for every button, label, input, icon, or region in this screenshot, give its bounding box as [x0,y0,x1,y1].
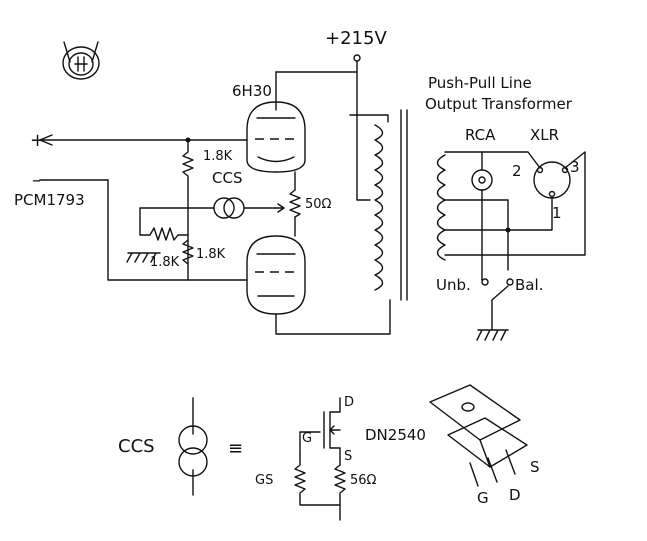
xlr-wires [444,151,586,256]
gs-resistor [294,454,341,506]
resistor-top [182,139,194,281]
minus-input-wire [107,179,248,281]
mosfet-symbol [299,397,341,466]
package-pin-g-label: G [477,489,489,507]
rca-label: RCA [465,126,496,144]
ground-icon [126,252,161,263]
resistor-left-label: 1.8K [150,255,180,270]
supply-terminal [353,54,361,62]
plus-label: + [30,130,45,151]
trimmer-resistor [289,189,301,218]
resistor-left [139,207,189,241]
pin-s-label: S [344,449,352,464]
to220-package-icon [429,384,528,487]
xlr-pin1-label: 1 [552,204,562,222]
unb-label: Unb. [436,276,471,294]
ccs-wire [187,203,285,213]
resistor-bottom [182,239,194,265]
current-source-icon [178,397,208,496]
ground-icon [476,329,509,341]
equivalence-symbol: ≡ [228,438,243,459]
supply-wire [275,60,371,201]
legend-ccs-label: CCS [118,436,155,457]
upper-triode [246,101,306,173]
lower-cathode-wire [275,299,391,335]
pin-d-label: D [344,395,354,410]
supply-voltage-label: +215V [325,28,387,49]
transformer-title-line2: Output Transformer [425,95,573,113]
package-pin-s-label: S [530,458,540,476]
tube-label: 6H30 [232,82,272,100]
xlr-label: XLR [530,126,559,144]
switch-contact-unb [481,278,489,286]
bal-label: Bal. [515,276,543,294]
transformer-secondary [436,154,446,261]
source-resistor-label: 56Ω [350,473,377,488]
source-resistor [334,464,346,521]
resistor-bottom-label: 1.8K [196,247,226,262]
pin-g-label: G [302,431,312,446]
xlr-pin2-label: 2 [512,162,522,180]
part-number-label: DN2540 [365,426,426,444]
dac-label: PCM1793 [14,191,85,209]
plus-arrow-icon [39,134,53,146]
minus-label: – [32,170,41,191]
secondary-center-wire [444,199,509,231]
cat-head-logo-icon [62,41,100,80]
current-source-icon [213,197,245,219]
trimmer-label: 50Ω [305,197,332,212]
xlr-pin3-label: 3 [570,158,580,176]
switch-contact-bal [506,278,514,286]
transformer-title-line1: Push-Pull Line [428,74,532,92]
switch-lever [481,278,509,301]
primary-top-wire [349,114,389,123]
package-pin-d-label: D [509,486,521,504]
transformer-core [400,109,408,301]
ccs-label: CCS [212,169,242,187]
gs-label: GS [255,473,273,488]
lower-triode [246,235,306,315]
xlr-pin1-wire [444,196,553,271]
resistor-top-label: 1.8K [203,149,233,164]
transformer-primary [374,124,384,291]
rca-connector-icon [471,169,493,191]
